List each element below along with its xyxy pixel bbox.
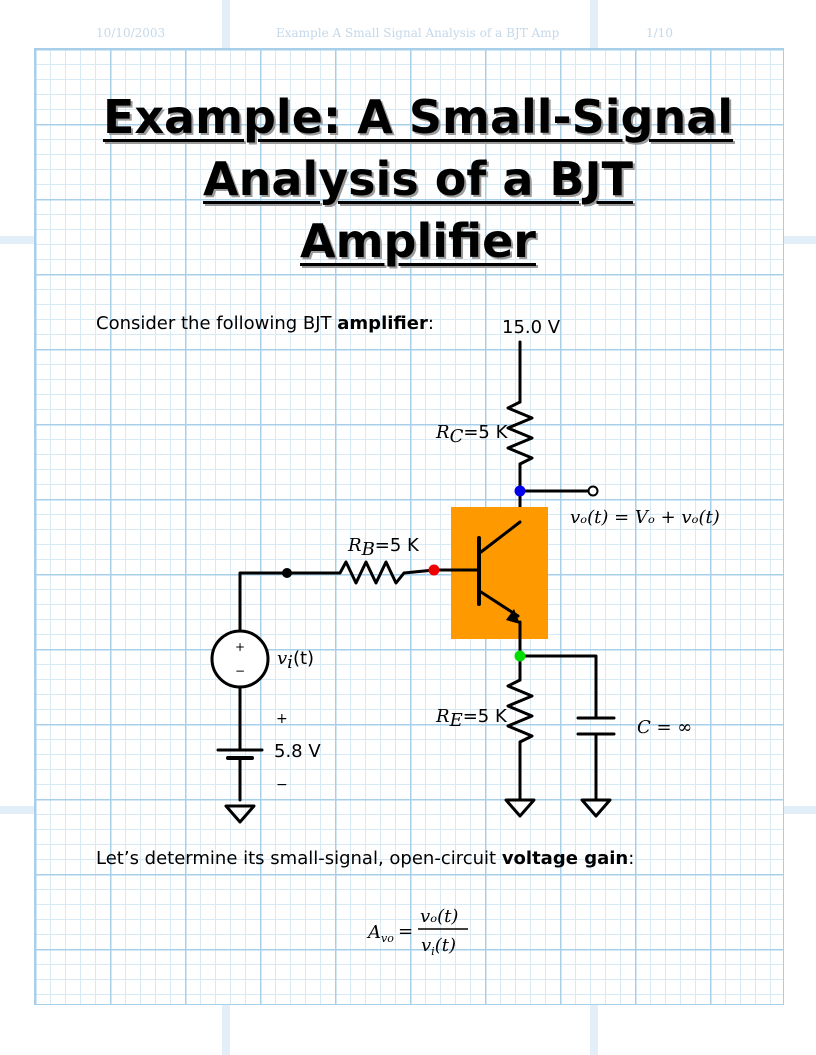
rc-label: RC=5 K bbox=[435, 422, 509, 447]
title-line-3: Amplifier bbox=[300, 214, 536, 268]
header-date: 10/10/2003 bbox=[96, 26, 166, 40]
bias-voltage-label: 5.8 V bbox=[274, 741, 321, 762]
supply-voltage-label: 15.0 V bbox=[502, 317, 561, 338]
ground-symbol-cap bbox=[580, 798, 612, 818]
re-resistor bbox=[506, 678, 534, 744]
bjt-emitter-arrow bbox=[506, 609, 520, 624]
ground-symbol-source bbox=[224, 804, 256, 824]
gain-bold: voltage gain bbox=[501, 848, 629, 869]
page-title: Example: A Small-Signal Analysis of a BJ… bbox=[60, 86, 776, 272]
re-label: RE=5 K bbox=[435, 706, 508, 731]
output-voltage-equation: vₒ(t) = Vₒ + vₒ(t) bbox=[570, 507, 720, 528]
rb-resistor bbox=[285, 560, 436, 585]
gain-lhs: Avo bbox=[366, 922, 394, 945]
header-doc-title: Example A Small Signal Analysis of a BJT… bbox=[276, 26, 560, 40]
source-minus: − bbox=[235, 664, 245, 678]
ground-symbol-re bbox=[504, 798, 536, 818]
page-header: 10/10/2003 Example A Small Signal Analys… bbox=[0, 26, 816, 44]
source-top-wire bbox=[238, 571, 289, 634]
intro-bold: amplifier bbox=[337, 313, 428, 334]
gain-colon: : bbox=[628, 848, 635, 869]
gain-numerator: vₒ(t) bbox=[420, 906, 458, 927]
title-line-1: Example: A Small-Signal bbox=[102, 90, 734, 144]
bias-minus: − bbox=[276, 777, 288, 793]
header-page-number: 1/10 bbox=[646, 26, 673, 40]
bias-plus: + bbox=[276, 711, 288, 727]
intro-colon: : bbox=[427, 313, 434, 334]
base-node bbox=[428, 564, 440, 576]
emitter-node bbox=[514, 650, 526, 662]
voltage-source-icon bbox=[210, 629, 270, 689]
gain-equals: = bbox=[398, 921, 413, 942]
vi-label: vi(t) bbox=[277, 648, 314, 673]
rc-resistor bbox=[506, 400, 534, 466]
title-line-2: Analysis of a BJT bbox=[203, 152, 633, 206]
intro-sentence: Consider the following BJT amplifier: bbox=[96, 313, 434, 334]
graph-paper bbox=[34, 48, 784, 1005]
collector-node bbox=[514, 485, 526, 497]
bjt-collector-lead bbox=[479, 520, 522, 554]
gain-sentence: Let’s determine its small-signal, open-c… bbox=[96, 848, 634, 869]
output-terminal bbox=[587, 485, 599, 497]
input-node bbox=[282, 568, 292, 578]
gain-denominator: vi(t) bbox=[421, 935, 456, 958]
source-plus: + bbox=[235, 640, 245, 654]
cap-top-wire bbox=[518, 654, 598, 720]
rb-label: RB=5 K bbox=[347, 535, 420, 560]
transistor-highlight-box bbox=[451, 507, 548, 639]
intro-text: Consider the following BJT bbox=[96, 313, 338, 334]
gain-text: Let’s determine its small-signal, open-c… bbox=[96, 848, 502, 869]
capacitor-label: C = ∞ bbox=[637, 717, 692, 738]
